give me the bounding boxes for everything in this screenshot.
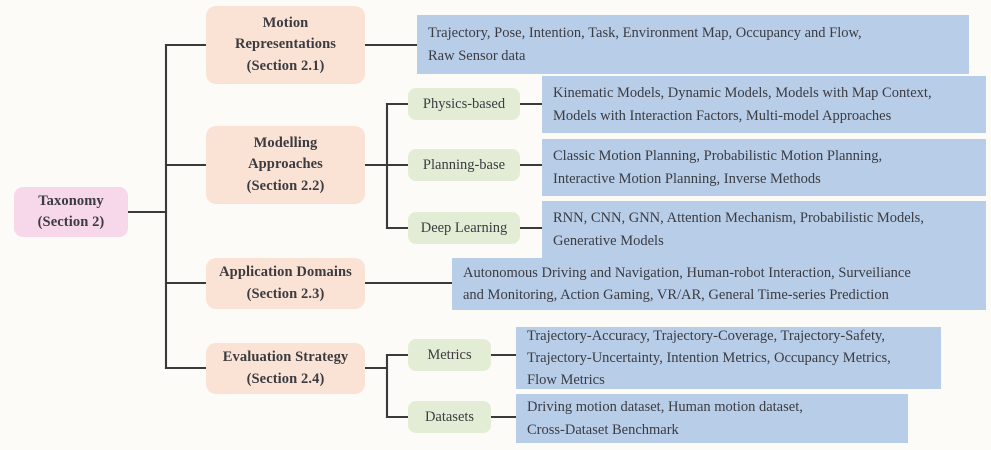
category-motion-representations[interactable]: Motion Representations (Section 2.1) (206, 6, 365, 84)
leaf-line1: Trajectory-Accuracy, Trajectory-Coverage… (527, 327, 885, 344)
leaf-line3: Flow Metrics (527, 372, 605, 389)
leaf-application-domains-items: Autonomous Driving and Navigation, Human… (452, 258, 986, 310)
category-line2: (Section 2.4) (246, 370, 325, 387)
leaf-planning-base-items: Classic Motion Planning, Probabilistic M… (542, 139, 986, 196)
category-modelling-approaches[interactable]: Modelling Approaches (Section 2.2) (206, 126, 365, 204)
subcategory-planning-base[interactable]: Planning-base (408, 149, 520, 181)
category-evaluation-strategy[interactable]: Evaluation Strategy (Section 2.4) (206, 343, 365, 394)
category-line2: Approaches (248, 156, 323, 173)
leaf-line2: Generative Models (553, 232, 664, 249)
category-line1: Motion (262, 15, 309, 32)
subcategory-deep-learning[interactable]: Deep Learning (408, 212, 520, 244)
leaf-motion-representations-items: Trajectory, Pose, Intention, Task, Envir… (417, 15, 969, 74)
leaf-line1: Trajectory, Pose, Intention, Task, Envir… (428, 25, 862, 42)
subcategory-metrics[interactable]: Metrics (408, 339, 491, 371)
category-line1: Evaluation Strategy (222, 349, 349, 366)
leaf-line2: Trajectory-Uncertainty, Intention Metric… (527, 349, 891, 366)
leaf-deep-learning-items: RNN, CNN, GNN, Attention Mechanism, Prob… (542, 201, 986, 258)
leaf-line1: RNN, CNN, GNN, Attention Mechanism, Prob… (553, 210, 924, 227)
category-line1: Modelling (253, 135, 318, 152)
root-node-line1: Taxonomy (38, 193, 104, 210)
subcategory-label: Deep Learning (420, 219, 508, 236)
subcategory-datasets[interactable]: Datasets (408, 401, 491, 433)
leaf-line2: Cross-Dataset Benchmark (527, 421, 679, 438)
leaf-line1: Autonomous Driving and Navigation, Human… (463, 264, 911, 281)
subcategory-label: Physics-based (422, 95, 506, 112)
subcategory-physics-based[interactable]: Physics-based (408, 88, 520, 120)
leaf-line2: Raw Sensor data (428, 47, 526, 64)
leaf-line1: Driving motion dataset, Human motion dat… (527, 399, 803, 416)
category-line1: Application Domains (219, 264, 352, 281)
category-line2: (Section 2.3) (246, 285, 325, 302)
root-node-taxonomy[interactable]: Taxonomy (Section 2) (14, 187, 128, 237)
leaf-line2: and Monitoring, Action Gaming, VR/AR, Ge… (463, 287, 889, 303)
category-line3: (Section 2.2) (246, 177, 325, 194)
category-application-domains[interactable]: Application Domains (Section 2.3) (206, 258, 365, 309)
leaf-metrics-items: Trajectory-Accuracy, Trajectory-Coverage… (516, 327, 941, 389)
category-line3: (Section 2.1) (246, 57, 325, 74)
root-node-line2: (Section 2) (37, 214, 105, 230)
subcategory-label: Metrics (427, 346, 472, 363)
leaf-physics-based-items: Kinematic Models, Dynamic Models, Models… (542, 76, 986, 133)
category-line2: Representations (234, 36, 337, 53)
leaf-line1: Kinematic Models, Dynamic Models, Models… (553, 85, 932, 102)
subcategory-label: Planning-base (422, 156, 506, 173)
leaf-line2: Interactive Motion Planning, Inverse Met… (553, 170, 821, 187)
leaf-datasets-items: Driving motion dataset, Human motion dat… (516, 394, 908, 443)
subcategory-label: Datasets (424, 408, 475, 425)
leaf-line2: Models with Interaction Factors, Multi-m… (553, 107, 892, 124)
leaf-line1: Classic Motion Planning, Probabilistic M… (553, 148, 883, 165)
